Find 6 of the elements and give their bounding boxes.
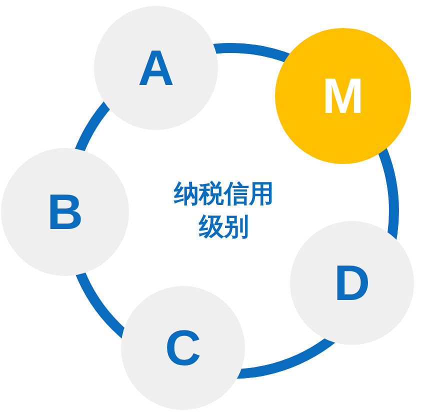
grade-letter: C — [164, 323, 202, 373]
grade-letter: D — [334, 258, 370, 308]
center-title: 纳税信用级别 — [172, 178, 275, 242]
grade-letter: A — [138, 43, 174, 93]
grade-letter: M — [322, 71, 364, 121]
grade-letter: B — [46, 187, 84, 237]
